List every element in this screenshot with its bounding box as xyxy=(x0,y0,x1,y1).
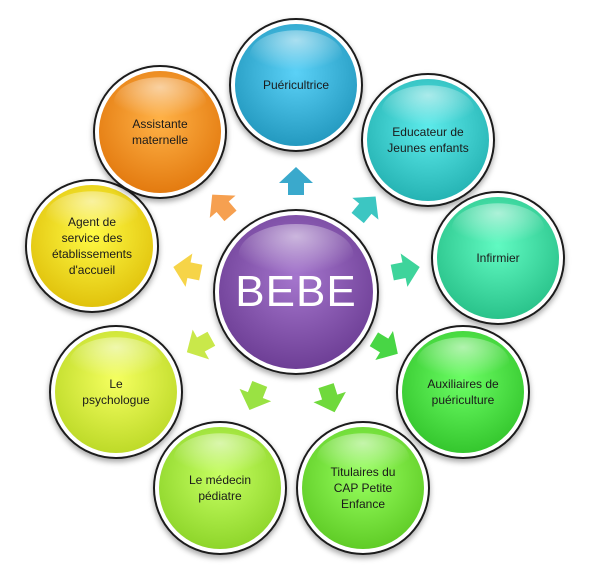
node-circle-2 xyxy=(361,73,495,207)
arrow-1 xyxy=(279,167,313,195)
arrow-9 xyxy=(209,194,237,222)
arrow-4 xyxy=(369,330,398,361)
node-circle-4 xyxy=(396,325,530,459)
node-circle-7 xyxy=(49,325,183,459)
arrow-6 xyxy=(239,380,272,410)
node-circle-5 xyxy=(296,421,430,555)
center-layer xyxy=(213,209,379,375)
arrows-layer xyxy=(173,167,420,413)
nodes-layer xyxy=(25,18,565,555)
arrow-7 xyxy=(186,329,216,360)
node-circle-1 xyxy=(229,18,363,152)
node-circle-8 xyxy=(25,179,159,313)
arrow-5 xyxy=(313,383,346,413)
arrow-3 xyxy=(390,253,420,287)
node-circle-3 xyxy=(431,191,565,325)
node-circle-6 xyxy=(153,421,287,555)
center-circle xyxy=(213,209,379,375)
arrow-8 xyxy=(173,253,203,287)
node-circle-9 xyxy=(93,65,227,199)
arrow-2 xyxy=(351,196,379,224)
